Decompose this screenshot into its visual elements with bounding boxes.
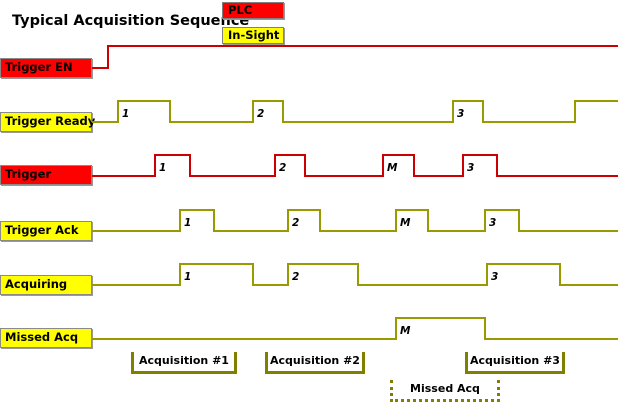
pulse-index-label: 3 (457, 108, 465, 120)
page-title: Typical Acquisition Sequence (12, 13, 250, 29)
signal-label-text: Missed Acq (5, 330, 79, 345)
legend-chip-in-sight: In-Sight (222, 27, 284, 44)
pulse-index-label: 1 (184, 271, 192, 283)
signal-label-trigger: Trigger (0, 165, 92, 185)
annotation-label: Acquisition #1 (139, 354, 229, 367)
pulse-index-label: 3 (489, 217, 497, 229)
waveform-trigger (92, 153, 618, 178)
annotation-bracket-missed-acq: Missed Acq (390, 380, 500, 402)
signal-label-acquiring: Acquiring (0, 275, 92, 295)
annotation-bracket-acquisition-3: Acquisition #3 (465, 352, 565, 374)
annotation-label: Acquisition #2 (270, 354, 360, 367)
pulse-index-label: 1 (122, 108, 130, 120)
pulse-index-label: M (387, 162, 398, 174)
signal-label-trigger-ack: Trigger Ack (0, 221, 92, 241)
annotation-label: Acquisition #3 (470, 354, 560, 367)
pulse-index-label: 2 (279, 162, 287, 174)
pulse-index-label: 2 (292, 271, 300, 283)
waveform-trigger-ready (92, 99, 618, 124)
signal-label-missed-acq: Missed Acq (0, 328, 92, 348)
signal-label-text: Trigger Ack (5, 223, 79, 238)
annotation-label: Missed Acq (410, 382, 480, 395)
signal-label-text: Acquiring (5, 277, 68, 292)
signal-label-trigger-ready: Trigger Ready (0, 112, 96, 132)
pulse-index-label: 2 (292, 217, 300, 229)
pulse-index-label: 2 (257, 108, 265, 120)
waveform-trigger-ack (92, 208, 618, 233)
signal-label-text: Trigger (5, 167, 52, 182)
pulse-index-label: 1 (184, 217, 192, 229)
annotation-bracket-acquisition-2: Acquisition #2 (265, 352, 365, 374)
signal-label-text: Trigger EN (5, 60, 73, 75)
legend-chip-plc-label: PLC (228, 2, 253, 17)
annotation-bracket-acquisition-1: Acquisition #1 (131, 352, 237, 374)
legend-chip-in-sight-label: In-Sight (228, 27, 280, 42)
pulse-index-label: 1 (159, 162, 167, 174)
signal-label-trigger-en: Trigger EN (0, 58, 92, 78)
pulse-index-label: 3 (491, 271, 499, 283)
legend-chip-plc: PLC (222, 2, 284, 19)
waveform-acquiring (92, 262, 618, 287)
pulse-index-label: M (400, 325, 411, 337)
waveform-missed-acq (92, 316, 618, 341)
signal-label-text: Trigger Ready (5, 114, 96, 129)
waveform-trigger-en (92, 44, 618, 70)
pulse-index-label: 3 (467, 162, 475, 174)
pulse-index-label: M (400, 217, 411, 229)
